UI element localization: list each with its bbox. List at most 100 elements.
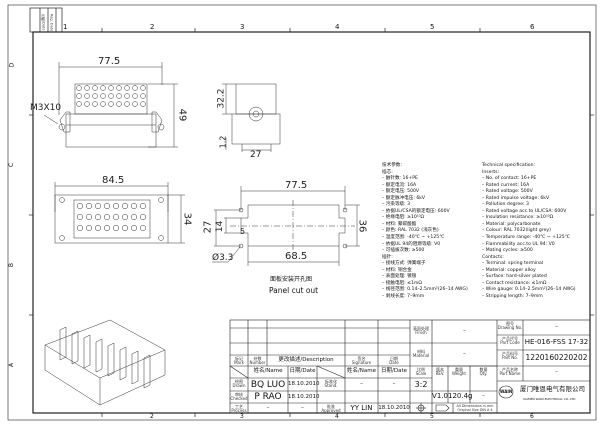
tb-approved: Approved — [321, 408, 341, 413]
bottom-width-dim: 84.5 — [102, 175, 125, 186]
contact-pin — [139, 224, 147, 232]
tb-drawn: Drawn — [232, 383, 246, 388]
tb-date-header: 日期/Date — [289, 368, 316, 374]
company-logo-text: WAIN — [500, 389, 513, 394]
zone-letter-c: C — [8, 162, 16, 168]
tb-signature: Signature — [351, 360, 372, 365]
title-block — [229, 319, 591, 414]
zone-bottom-5: 5 — [430, 413, 434, 420]
spec-line: – Mating cycles: ≥500 — [482, 248, 533, 254]
cutout-small-dim: 5 — [240, 227, 246, 236]
spec-line: – 依据UL 94的阻燃等级: V0 — [382, 241, 441, 247]
spec-line: – 线径范围: 0.14–2.5mm²(26–14 AWG) — [382, 287, 468, 293]
spec-line: – 接线方式: 弹簧端子 — [382, 261, 426, 267]
tb-scale-cn: 比例 — [417, 367, 425, 372]
spec-line: – 额定电压: 500V — [382, 189, 420, 195]
spec-line: – 接触电阻: ≤1mΩ — [382, 280, 422, 286]
spec-line: – Temperature range: -40℃ ~ +125℃ — [482, 235, 570, 241]
tb-qty-value: – — [482, 393, 485, 399]
contact-pin — [100, 101, 106, 107]
tb-rev-value: V1.0 — [432, 392, 448, 400]
zone-top-4: 4 — [335, 23, 340, 31]
spec-line: – Pollution degree: 3 — [482, 202, 529, 208]
panel-cutout — [212, 186, 360, 266]
zone-bottom-4: 4 — [335, 413, 339, 420]
contact-pin — [103, 213, 111, 221]
tb-process-name: – — [266, 405, 270, 411]
spec-line: – Colour: RAL 7032(light grey) — [482, 228, 551, 234]
spec-line: Inserts: — [482, 169, 500, 175]
cutout-top-dim: 77.5 — [285, 180, 308, 191]
tb-stand: Stand. — [324, 383, 338, 388]
zone-bottom-3: 3 — [240, 413, 244, 420]
cutout-hole-dim: Ø3.3 — [212, 253, 234, 263]
tb-weight: Weight — [452, 371, 466, 376]
contact-pin — [130, 202, 138, 210]
contact-pin — [92, 101, 98, 107]
front-height-dim: 49 — [176, 108, 188, 122]
contact-pin — [124, 85, 130, 91]
spec-line: – 剥线长度: 7–9mm — [382, 293, 425, 299]
spec-line: Technical specification: — [482, 163, 536, 168]
tb-stand-date: – — [392, 381, 396, 387]
tb-part-code-value: HE-016-FSS 17-32 — [524, 338, 589, 346]
tb-material-cn: 材料 — [417, 349, 425, 354]
side-view — [222, 83, 281, 152]
tb-stand-name: – — [360, 381, 363, 387]
contact-pin — [140, 101, 146, 107]
front-width-dim: 77.5 — [98, 56, 121, 67]
tb-name-header-2: 姓名/Name — [346, 368, 377, 374]
outer-frame — [7, 4, 597, 421]
zone-letter-b: B — [8, 262, 16, 268]
spec-line: – 可插拔次数: ≥500 — [382, 248, 425, 254]
contact-pin — [130, 213, 138, 221]
spec-line: – 污染等级: 3 — [382, 202, 411, 208]
side-width-dim: 27 — [250, 150, 262, 160]
contact-pin — [84, 93, 90, 99]
tb-number: Number — [249, 360, 266, 365]
contact-pin — [108, 101, 114, 107]
company-logo — [498, 385, 514, 399]
tb-qty: Qty. — [479, 371, 488, 376]
contact-pin — [92, 93, 98, 99]
contact-pin — [112, 213, 120, 221]
spec-line: 技术参数: — [382, 163, 402, 168]
tb-mark: Mark — [234, 360, 244, 365]
contact-pin — [103, 202, 111, 210]
contact-pin — [103, 224, 111, 232]
spec-line: – Terminal: spring terminal — [482, 261, 544, 267]
spec-line: – Material: polycarbonate — [482, 221, 541, 227]
company-name-cn: 厦门唯恩电气有限公司 — [520, 385, 585, 393]
front-view — [43, 62, 178, 148]
tb-weight-cn: 重量 — [455, 367, 463, 372]
spec-line: – Surface: hard-silver plated — [482, 274, 547, 280]
zone-top-2: 2 — [150, 23, 155, 31]
revision-date-label: 日期/Date — [41, 14, 46, 31]
contact-pin — [124, 101, 130, 107]
tb-drawing-no: Drawing No. — [497, 325, 523, 330]
tb-material: Material — [412, 353, 430, 358]
spec-line: – Flammability acc.to UL 94: V0 — [482, 241, 555, 247]
spec-line: 插芯: — [382, 169, 393, 175]
contact-pin — [76, 202, 84, 210]
spec-line: – 颜色: RAL 7032 (浅灰色) — [382, 228, 439, 234]
tb-dim-note-1: All Dimensions in mm — [456, 404, 494, 408]
tb-part-no: Part No. — [502, 355, 518, 360]
tb-part-no-cn: 产品料号 — [502, 351, 518, 356]
spec-line: – 温度范围: -40℃ ~ +125℃ — [382, 235, 445, 241]
tb-process-cn: 工艺 — [235, 404, 243, 409]
contact-pin — [121, 213, 129, 221]
zone-letter-a: A — [8, 362, 16, 368]
contact-pin — [112, 224, 120, 232]
tb-drawing-no-value: – — [555, 324, 558, 330]
iso-contact-block — [95, 338, 103, 373]
tb-part-name-cn: 产品名称 — [502, 367, 518, 372]
